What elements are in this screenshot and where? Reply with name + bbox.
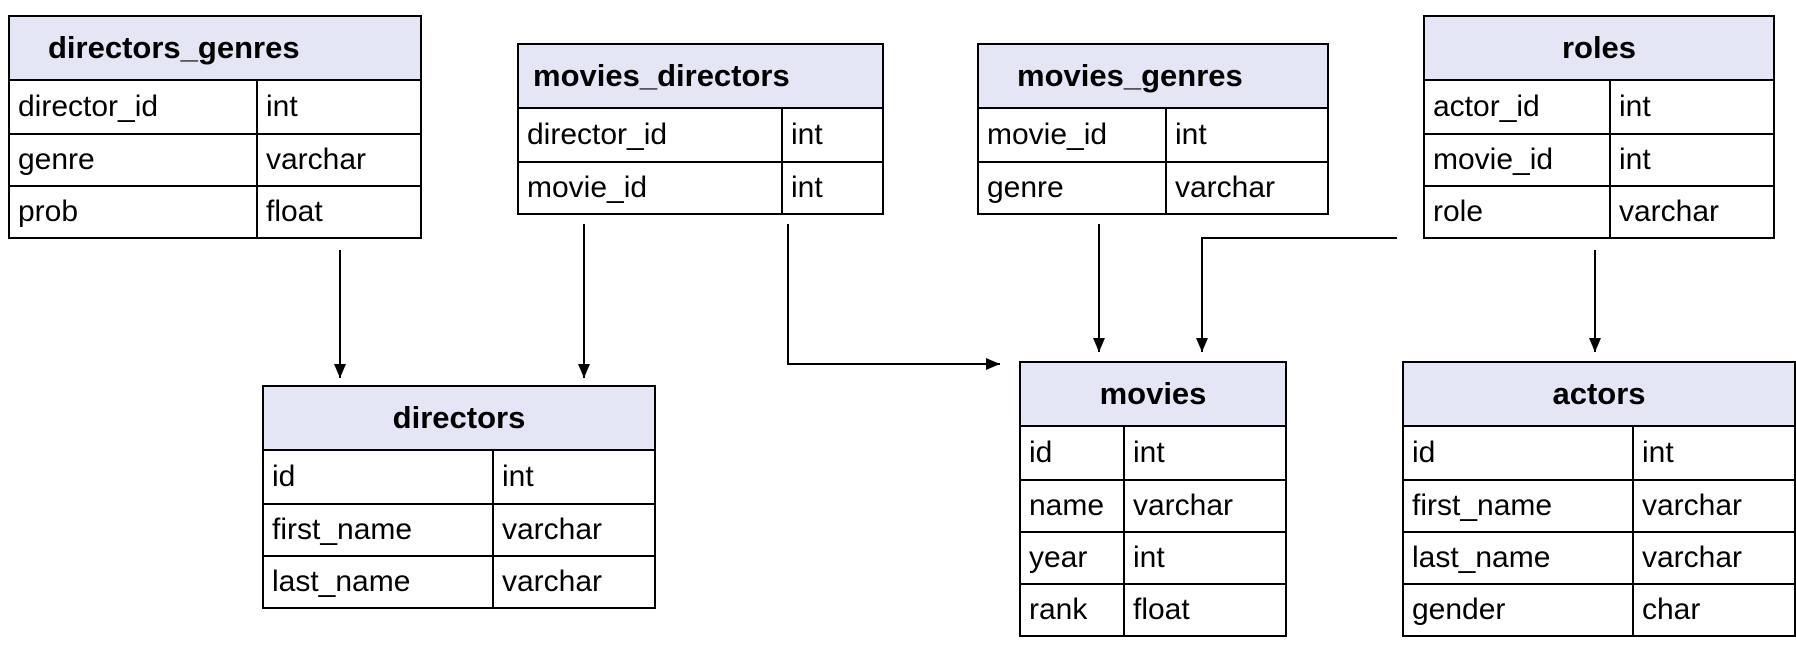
column-type: int [791, 118, 823, 151]
column-type: float [1133, 593, 1190, 626]
column-type: varchar [266, 143, 367, 176]
column-name: last_name [264, 557, 494, 607]
column-name: rank [1021, 585, 1125, 635]
column-type: int [502, 460, 534, 493]
column-name: id [264, 451, 494, 503]
table-title: directors_genres [10, 17, 420, 81]
column-type: int [1175, 118, 1207, 151]
column-type: varchar [1175, 171, 1276, 204]
column-type: varchar [502, 565, 603, 598]
column-name: prob [10, 187, 258, 237]
column-type: int [1133, 436, 1165, 469]
table-title: movies [1021, 363, 1285, 427]
column-name: movie_id [979, 109, 1167, 161]
column-name: last_name [1404, 533, 1634, 583]
column-type: int [1619, 90, 1651, 123]
column-name: director_id [519, 109, 783, 161]
column-name: name [1021, 481, 1125, 531]
column-type: varchar [1642, 541, 1743, 574]
column-name: genre [10, 135, 258, 185]
column-type: int [1619, 143, 1651, 176]
column-name: actor_id [1425, 81, 1611, 133]
column-type: varchar [1642, 489, 1743, 522]
column-name: id [1021, 427, 1125, 479]
column-type: varchar [502, 513, 603, 546]
table-title: actors [1404, 363, 1794, 427]
column-type: int [1133, 541, 1165, 574]
arrow-roles-to-movies [1196, 237, 1397, 352]
column-name: id [1404, 427, 1634, 479]
column-name: movie_id [1425, 135, 1611, 185]
column-name: role [1425, 187, 1611, 237]
column-name: first_name [1404, 481, 1634, 531]
column-name: first_name [264, 505, 494, 555]
column-name: movie_id [519, 163, 783, 213]
column-type: int [791, 171, 823, 204]
table-title: movies_directors [519, 45, 882, 109]
table-title: movies_genres [979, 45, 1327, 109]
column-name: genre [979, 163, 1167, 213]
column-name: year [1021, 533, 1125, 583]
column-type: int [1642, 436, 1674, 469]
column-name: gender [1404, 585, 1634, 635]
arrow-movies-directors-to-movies [787, 224, 1000, 370]
column-type: varchar [1619, 195, 1720, 228]
column-type: char [1642, 593, 1701, 626]
column-type: int [266, 90, 298, 123]
table-title: roles [1425, 17, 1773, 81]
column-type: varchar [1133, 489, 1234, 522]
column-name: director_id [10, 81, 258, 133]
table-title: directors [264, 387, 654, 451]
column-type: float [266, 195, 323, 228]
